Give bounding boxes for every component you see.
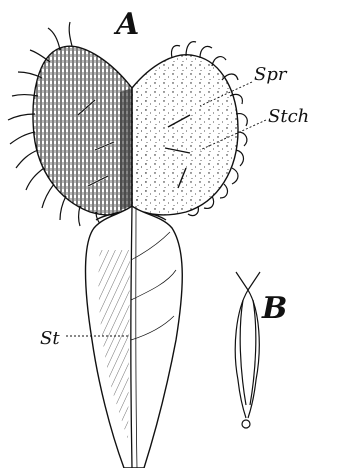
panel-b-label: B <box>261 291 287 326</box>
panel-b-trigger-hair <box>235 272 260 428</box>
label-stch: Stch <box>268 106 309 127</box>
label-st: St <box>40 328 60 349</box>
label-spr: Spr <box>254 64 288 85</box>
right-trap-lobe <box>132 55 238 215</box>
left-trap-lobe <box>33 46 132 215</box>
petiole <box>86 206 183 468</box>
panel-a-label: A <box>113 7 139 42</box>
